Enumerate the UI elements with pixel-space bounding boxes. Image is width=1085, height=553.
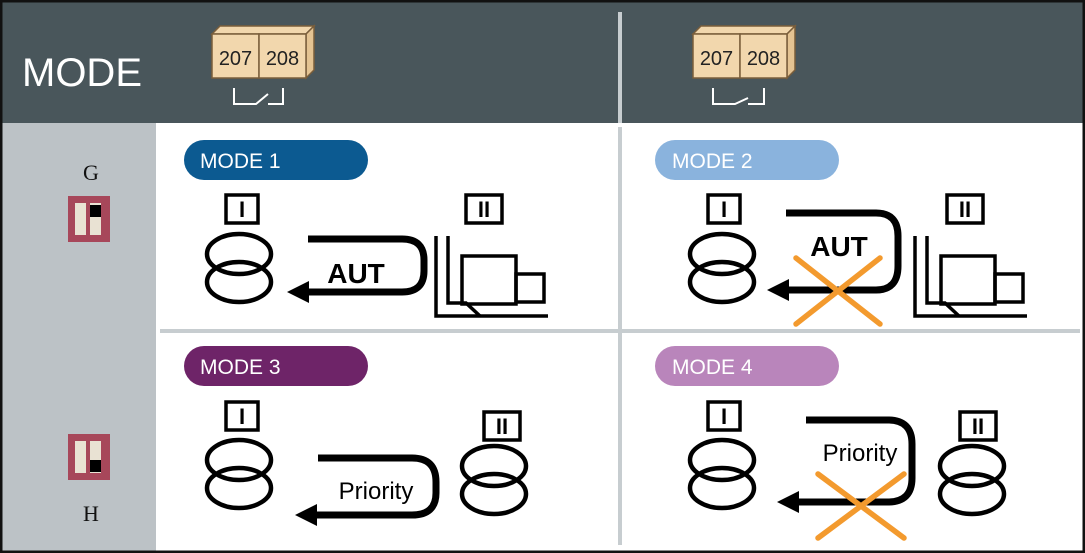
vertical-divider <box>618 127 622 545</box>
mode-3-badge-label: MODE 3 <box>200 356 281 379</box>
disabled-cross-icon <box>815 471 907 541</box>
header-band <box>0 0 1085 123</box>
mode-header-title: MODE <box>22 51 142 95</box>
mode-4-source-i: I <box>721 404 727 429</box>
mode-2-badge <box>655 140 839 180</box>
contact-open-icon <box>712 88 765 105</box>
mode-4-source-ii: II <box>972 414 984 439</box>
mode-3-badge <box>184 346 368 386</box>
mode-3-panel: MODE 3 I Priority II <box>184 346 526 526</box>
arrow-priority-4 <box>790 416 916 506</box>
mode-4-panel: MODE 4 I Priority II <box>655 346 1004 541</box>
mode-3-source-ii: II <box>496 414 508 439</box>
mode-2-source-i: I <box>721 197 727 222</box>
mode-1-panel: MODE 1 I AUT II <box>184 140 550 318</box>
horizontal-divider <box>160 329 1080 333</box>
switch-label-h: H <box>83 501 99 526</box>
mode-2-badge-label: MODE 2 <box>672 150 753 173</box>
terminal-208-left: 208 <box>266 48 299 70</box>
mode-1-arrow-label: AUT <box>327 258 385 289</box>
mode-4-badge-label: MODE 4 <box>672 356 753 379</box>
switch-label-g: G <box>83 160 99 185</box>
terminal-block-right: 207 208 <box>691 24 797 80</box>
disabled-cross-icon <box>793 255 883 327</box>
terminal-208-right: 208 <box>747 48 780 70</box>
terminal-207-left: 207 <box>219 48 252 70</box>
mode-3-arrow-label: Priority <box>339 478 414 505</box>
mode-4-arrow-label: Priority <box>823 440 898 467</box>
mode-1-source-i: I <box>239 197 245 222</box>
mode-2-source-ii: II <box>959 197 971 222</box>
terminal-207-right: 207 <box>700 48 733 70</box>
header-divider <box>618 12 622 123</box>
contact-closed-icon <box>233 88 284 105</box>
mode-3-source-i: I <box>239 404 245 429</box>
mode-4-badge <box>655 346 839 386</box>
dip-switch-g-icon <box>68 196 110 242</box>
mode-1-badge <box>184 140 368 180</box>
arrow-aut-1 <box>300 235 428 296</box>
dip-switch-h-icon <box>68 434 110 480</box>
mode-2-arrow-label: AUT <box>810 231 868 262</box>
arrow-priority-3 <box>308 454 440 519</box>
mode-1-badge-label: MODE 1 <box>200 150 281 173</box>
terminal-block-left: 207 208 <box>210 24 316 80</box>
mode-1-source-ii: II <box>478 197 490 222</box>
mode-2-panel: MODE 2 I AUT II <box>655 140 1029 327</box>
arrow-aut-2 <box>780 209 902 294</box>
